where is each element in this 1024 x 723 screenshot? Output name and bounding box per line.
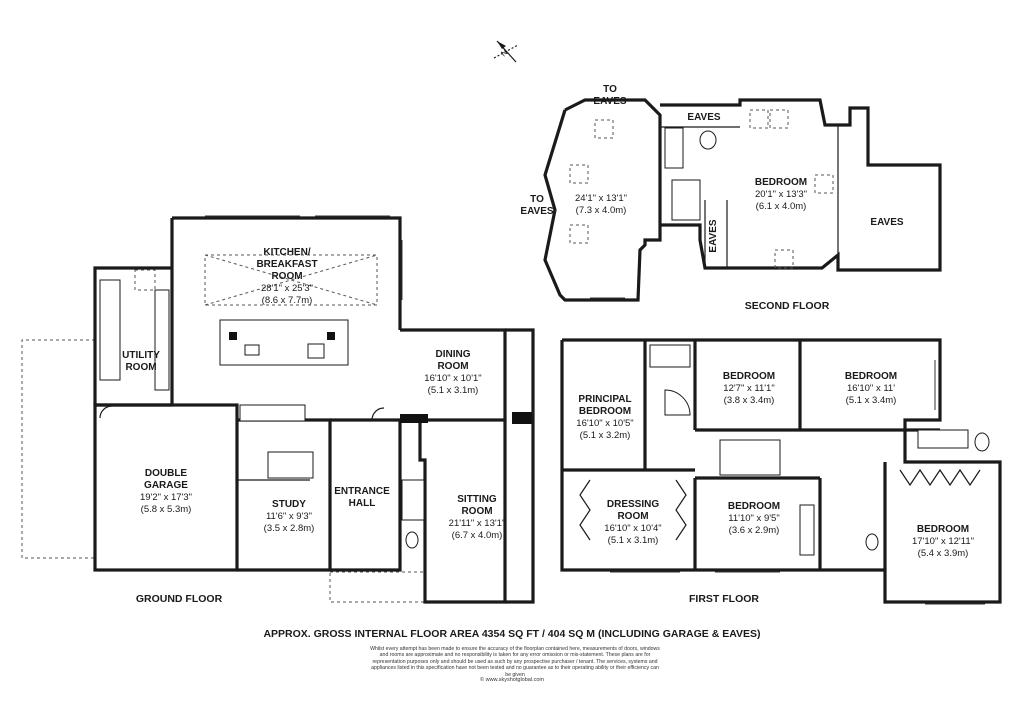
sitting-dim-imperial: 21'11" x 13'1" — [449, 518, 506, 529]
kitchen-label-2: BREAKFAST — [256, 259, 317, 270]
bed2-dim-imperial: 16'10" x 11' — [847, 383, 895, 394]
compass-icon: N — [493, 40, 519, 63]
website-credit: © www.skyshotglobal.com — [480, 677, 544, 683]
utility-label-2: ROOM — [125, 362, 156, 373]
hall-label-2: HALL — [349, 498, 376, 509]
second-room-dim-imperial: 24'1" x 13'1" — [575, 193, 627, 204]
garage-dim-metric: (5.8 x 5.3m) — [141, 504, 192, 515]
dining-dim-imperial: 16'10" x 10'1" — [424, 373, 481, 384]
compass-north-label: N — [499, 48, 509, 59]
ground-floor-title: GROUND FLOOR — [136, 593, 223, 605]
bed3-label: BEDROOM — [728, 501, 780, 512]
kitchen-label-1: KITCHEN/ — [263, 247, 310, 258]
study-label: STUDY — [272, 499, 306, 510]
kitchen-dim-metric: (8.6 x 7.7m) — [262, 295, 313, 306]
kitchen-dim-imperial: 28'1" x 25'3" — [261, 283, 313, 294]
principal-dim-imperial: 16'10" x 10'5" — [576, 418, 633, 429]
dining-dim-metric: (5.1 x 3.1m) — [428, 385, 479, 396]
ground-floor-plan — [21, 215, 535, 604]
second-room-dim-metric: (7.3 x 4.0m) — [576, 205, 627, 216]
second-bed-label: BEDROOM — [755, 177, 807, 188]
dining-label-1: DINING — [436, 349, 471, 360]
dressing-label-2: ROOM — [617, 511, 648, 522]
bed4-label: BEDROOM — [917, 524, 969, 535]
eaves-right-label: EAVES — [870, 217, 903, 228]
bed3-dim-imperial: 11'10" x 9'5" — [728, 513, 779, 524]
to-eaves-top-1: TO — [603, 84, 617, 95]
garage-label-1: DOUBLE — [145, 468, 188, 479]
kitchen-label-3: ROOM — [271, 271, 302, 282]
dressing-dim-imperial: 16'10" x 10'4" — [604, 523, 661, 534]
disclaimer-text: Whilst every attempt has been made to en… — [370, 646, 660, 678]
second-bed-dim-metric: (6.1 x 4.0m) — [756, 201, 807, 212]
second-bed-dim-imperial: 20'1" x 13'3" — [755, 189, 807, 200]
bed1-dim-imperial: 12'7" x 11'1" — [723, 383, 774, 394]
bed4-dim-metric: (5.4 x 3.9m) — [918, 548, 969, 559]
principal-dim-metric: (5.1 x 3.2m) — [580, 430, 631, 441]
gross-area-text: APPROX. GROSS INTERNAL FLOOR AREA 4354 S… — [263, 628, 761, 640]
principal-label-1: PRINCIPAL — [578, 394, 631, 405]
first-floor-title: FIRST FLOOR — [689, 593, 759, 605]
eaves-top-label: EAVES — [687, 112, 720, 123]
dressing-dim-metric: (5.1 x 3.1m) — [608, 535, 659, 546]
bed2-dim-metric: (5.1 x 3.4m) — [846, 395, 897, 406]
to-eaves-left-1: TO — [530, 194, 544, 205]
bed3-dim-metric: (3.6 x 2.9m) — [729, 525, 780, 536]
bed4-dim-imperial: 17'10" x 12'11" — [912, 536, 974, 547]
sitting-dim-metric: (6.7 x 4.0m) — [452, 530, 503, 541]
sitting-label-2: ROOM — [461, 506, 492, 517]
to-eaves-top-2: EAVES — [593, 96, 626, 107]
principal-label-2: BEDROOM — [579, 406, 631, 417]
hall-label-1: ENTRANCE — [334, 486, 390, 497]
garage-label-2: GARAGE — [144, 480, 188, 491]
study-dim-metric: (3.5 x 2.8m) — [264, 523, 315, 534]
study-dim-imperial: 11'6" x 9'3" — [266, 511, 312, 522]
garage-dim-imperial: 19'2" x 17'3" — [140, 492, 192, 503]
eaves-small-label: EAVES — [708, 219, 719, 252]
first-floor-plan — [560, 338, 1002, 605]
bed2-label: BEDROOM — [845, 371, 897, 382]
to-eaves-left-2: EAVES — [520, 206, 553, 217]
second-floor-title: SECOND FLOOR — [745, 300, 830, 312]
sitting-label-1: SITTING — [457, 494, 497, 505]
bed1-dim-metric: (3.8 x 3.4m) — [724, 395, 775, 406]
bed1-label: BEDROOM — [723, 371, 775, 382]
second-floor-plan — [543, 98, 942, 302]
utility-label-1: UTILITY — [122, 350, 160, 361]
dining-label-2: ROOM — [437, 361, 468, 372]
dressing-label-1: DRESSING — [607, 499, 659, 510]
